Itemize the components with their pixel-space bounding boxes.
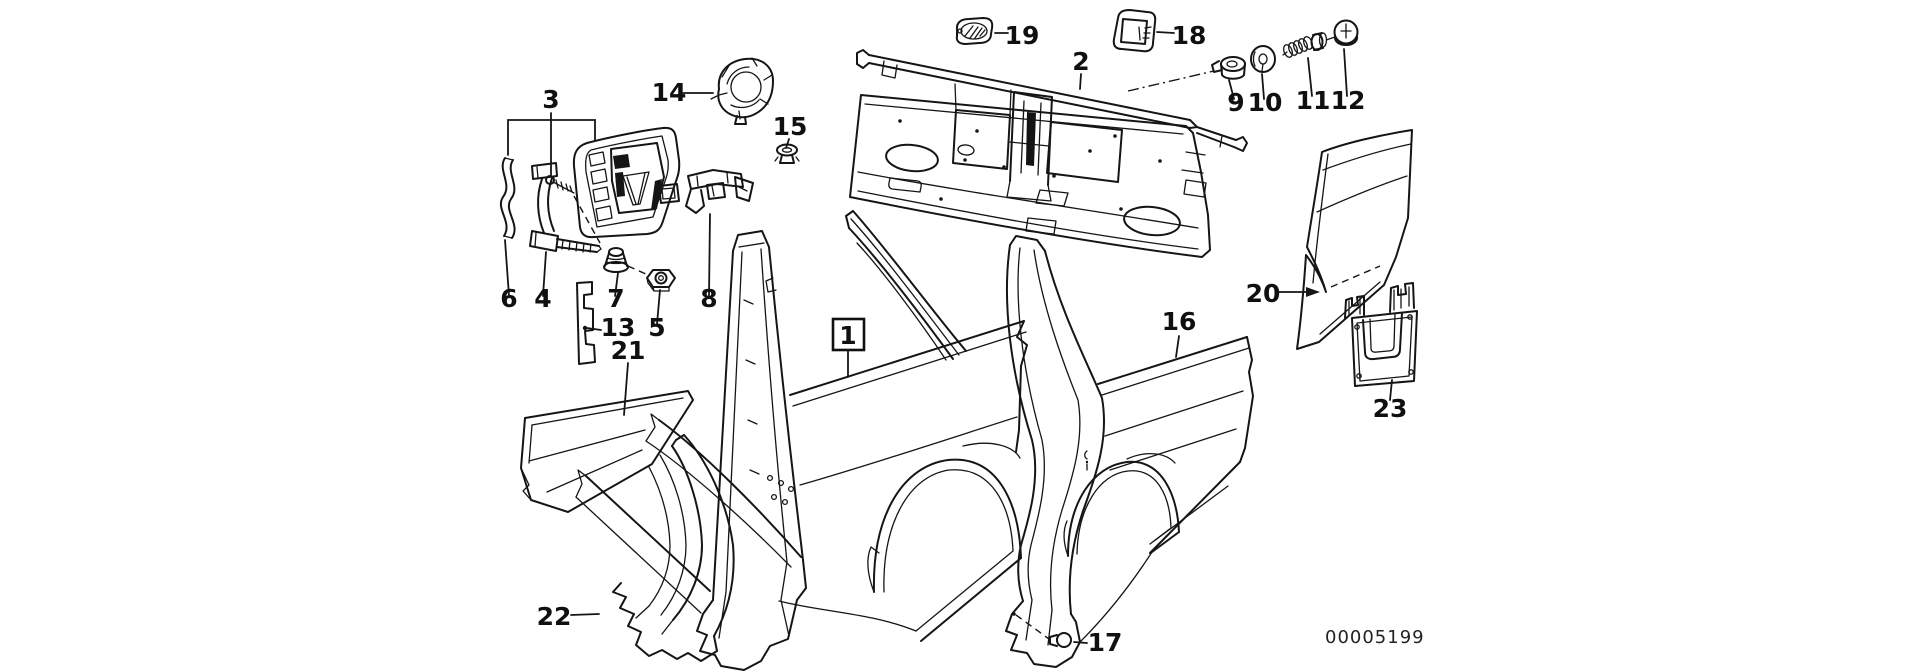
callout-21[interactable]: 21 bbox=[611, 336, 646, 365]
part-cone-grommet bbox=[603, 247, 629, 273]
leader-16 bbox=[1175, 335, 1180, 358]
leader-2 bbox=[1079, 73, 1082, 90]
leader-17 bbox=[1073, 641, 1088, 644]
part-mounting-bracket bbox=[1344, 282, 1418, 387]
callout-10[interactable]: 10 bbox=[1248, 88, 1283, 117]
leader-10 bbox=[1261, 73, 1265, 100]
assembly-axis-lines bbox=[573, 70, 1215, 640]
leader-6 bbox=[504, 239, 510, 297]
callout-20[interactable]: 20 bbox=[1246, 279, 1281, 308]
part-seal-strip bbox=[576, 281, 596, 365]
part-oval-clip bbox=[955, 17, 994, 45]
leader-20-arrowhead bbox=[1306, 287, 1320, 297]
leader-11 bbox=[1307, 57, 1313, 97]
callout-5[interactable]: 5 bbox=[648, 313, 665, 342]
callout-17[interactable]: 17 bbox=[1088, 628, 1123, 657]
part-hinge-bracket bbox=[529, 162, 602, 253]
callout-23[interactable]: 23 bbox=[1373, 394, 1408, 423]
part-cap bbox=[710, 57, 774, 125]
callouts: 1 2 3 4 5 6 7 8 9 10 11 12 13 14 15 16 1… bbox=[500, 21, 1407, 657]
part-quarter-panel bbox=[1005, 235, 1254, 668]
part-gasket-strip bbox=[500, 157, 516, 239]
part-filler-lid bbox=[572, 126, 681, 239]
part-dome-grommet bbox=[1333, 19, 1359, 46]
callout-6[interactable]: 6 bbox=[500, 284, 517, 313]
part-latch-bracket bbox=[685, 169, 754, 214]
part-plug bbox=[1049, 632, 1072, 648]
leader-21 bbox=[623, 362, 629, 416]
leader-15 bbox=[785, 138, 790, 149]
leader-12 bbox=[1343, 48, 1348, 97]
callout-4[interactable]: 4 bbox=[534, 284, 551, 313]
callout-19[interactable]: 19 bbox=[1005, 21, 1040, 50]
callout-13[interactable]: 13 bbox=[601, 313, 636, 342]
callout-14[interactable]: 14 bbox=[652, 78, 687, 107]
part-trim-panel bbox=[520, 390, 694, 513]
leader-13 bbox=[586, 327, 602, 331]
leader-23 bbox=[1389, 379, 1393, 401]
part-speed-clip bbox=[1211, 56, 1246, 80]
callout-9[interactable]: 9 bbox=[1227, 88, 1244, 117]
callout-11[interactable]: 11 bbox=[1296, 86, 1331, 115]
part-spring-screw bbox=[1282, 32, 1336, 58]
leader-7 bbox=[614, 272, 619, 297]
part-rear-panel bbox=[849, 49, 1248, 258]
leader-5 bbox=[656, 289, 661, 325]
callout-22[interactable]: 22 bbox=[537, 602, 572, 631]
part-square-grommet bbox=[1112, 9, 1157, 53]
callout-12[interactable]: 12 bbox=[1331, 86, 1366, 115]
callout-2[interactable]: 2 bbox=[1072, 47, 1089, 76]
part-skin-section bbox=[1296, 129, 1413, 350]
part-side-frame bbox=[575, 210, 1028, 671]
callout-8[interactable]: 8 bbox=[700, 284, 717, 313]
callout-3[interactable]: 3 bbox=[542, 85, 559, 114]
part-washer bbox=[1250, 45, 1276, 73]
callout-16[interactable]: 16 bbox=[1162, 307, 1197, 336]
leader-18 bbox=[1156, 31, 1175, 34]
leader-lines bbox=[504, 31, 1393, 644]
callout-15[interactable]: 15 bbox=[773, 112, 808, 141]
part-hex-nut bbox=[646, 269, 676, 292]
drawing-number: 00005199 bbox=[1325, 627, 1425, 648]
leader-22 bbox=[570, 613, 600, 616]
leader-9 bbox=[1228, 79, 1235, 100]
leader-8 bbox=[708, 213, 711, 297]
callout-1[interactable]: 1 bbox=[831, 317, 866, 352]
callout-7[interactable]: 7 bbox=[607, 284, 624, 313]
callout-1-label[interactable]: 1 bbox=[839, 321, 856, 350]
callout-18[interactable]: 18 bbox=[1172, 21, 1207, 50]
part-wheelhouse-arch bbox=[612, 434, 735, 662]
leader-4 bbox=[542, 251, 547, 297]
